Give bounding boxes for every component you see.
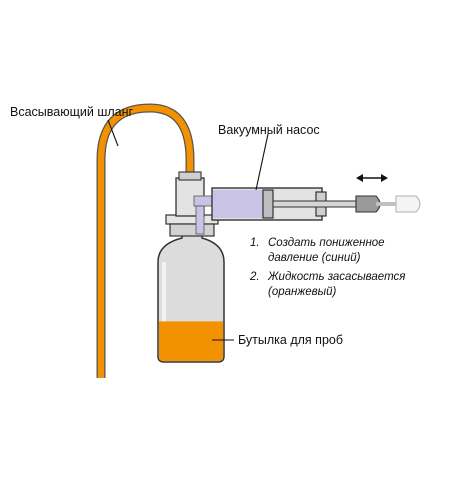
- suction-hose: [96, 103, 195, 378]
- step-2: 2. Жидкость засасывается (оранжевый): [249, 271, 405, 298]
- step-number: 1.: [250, 237, 260, 249]
- bottle-label: Бутылка для проб: [238, 333, 343, 347]
- bottle-liquid: [159, 321, 223, 361]
- pump-vacuum-chamber: [213, 190, 263, 218]
- step-text-line2: (оранжевый): [268, 286, 337, 298]
- double-arrow-icon: [356, 174, 388, 182]
- pump-leader: [255, 133, 269, 191]
- step-text-line1: Создать пониженное: [268, 237, 385, 249]
- pump-label: Вакуумный насос: [218, 123, 320, 137]
- steps-list: 1. Создать пониженное давление (синий) 2…: [249, 237, 405, 298]
- vacuum-pump: [211, 187, 421, 221]
- hose-label: Всасывающий шланг: [10, 105, 133, 119]
- step-1: 1. Создать пониженное давление (синий): [250, 237, 385, 264]
- step-text-line1: Жидкость засасывается: [267, 271, 405, 283]
- hose-leader: [107, 119, 119, 147]
- plunger-rod: [272, 200, 364, 208]
- plunger-handle-ghost: [395, 195, 421, 213]
- pump-piston: [262, 189, 274, 219]
- step-text-line2: давление (синий): [268, 252, 361, 264]
- step-number: 2.: [249, 271, 260, 283]
- leader-lines: [107, 119, 269, 341]
- bottle-neck: [169, 223, 215, 237]
- sample-bottle: [157, 171, 225, 363]
